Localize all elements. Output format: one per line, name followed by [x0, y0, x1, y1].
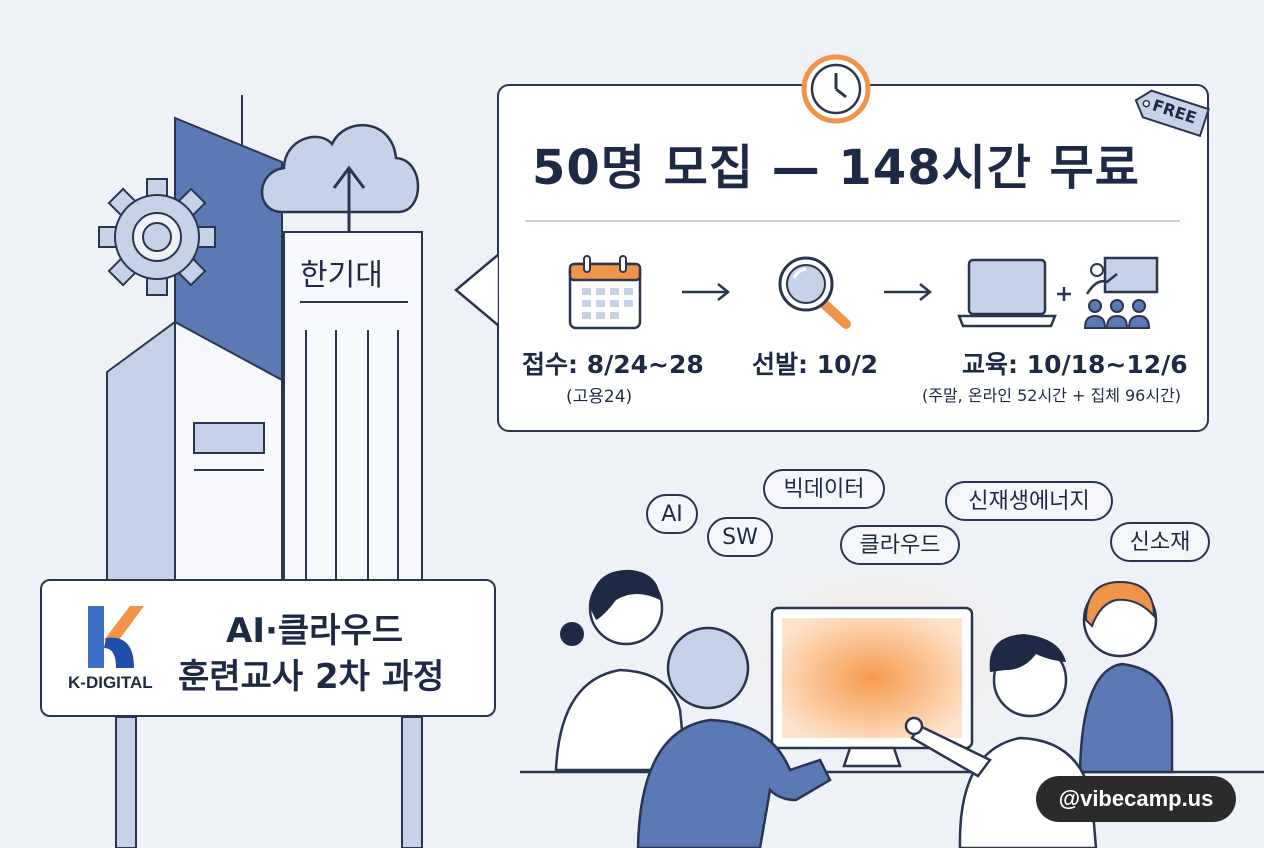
- callout-pointer: [454, 250, 502, 330]
- select-label: 선발: 10/2: [752, 350, 879, 379]
- headline: 50명 모집 — 148시간 무료: [0, 128, 1264, 208]
- k-digital-label: K-DIGITAL: [68, 673, 153, 692]
- k-digital-logo: [88, 606, 144, 668]
- topic-pill: 신소재: [1110, 522, 1210, 562]
- apply-note: (고용24): [566, 387, 633, 407]
- gear-icon: [98, 178, 216, 296]
- calendar-icon: [568, 255, 642, 330]
- sign-title-line1: AI·클라우드: [226, 611, 403, 651]
- topic-pill: 클라우드: [840, 525, 960, 565]
- headline-text: 50명 모집 — 148시간 무료: [532, 140, 1140, 196]
- divider: [525, 220, 1180, 222]
- apply-label: 접수: 8/24~28: [522, 350, 704, 379]
- free-tag: FREE: [1132, 89, 1212, 138]
- topic-pill: 빅데이터: [763, 469, 885, 509]
- magnifier-icon: [778, 256, 851, 329]
- topic-pill: AI: [646, 494, 698, 534]
- cloud-upload-icon: [260, 123, 420, 232]
- watermark-badge: @vibecamp.us: [1036, 776, 1236, 822]
- topic-pill: SW: [707, 517, 773, 557]
- sign-title-line2: 훈련교사 2차 과정: [178, 657, 445, 697]
- train-note: (주말, 온라인 52시간 + 집체 96시간): [922, 386, 1182, 405]
- arrow-icon: [884, 283, 933, 301]
- building-light-left: [106, 320, 176, 581]
- train-label: 교육: 10/18~12/6: [962, 350, 1188, 379]
- topic-pill: 신재생에너지: [945, 481, 1113, 521]
- clock-icon: [801, 54, 871, 124]
- laptop-classroom-icon: [957, 256, 1159, 329]
- building-label: 한기대: [300, 258, 383, 293]
- arrow-icon: [682, 283, 731, 301]
- info-callout: [497, 84, 1209, 432]
- people-illustration: [520, 569, 1264, 848]
